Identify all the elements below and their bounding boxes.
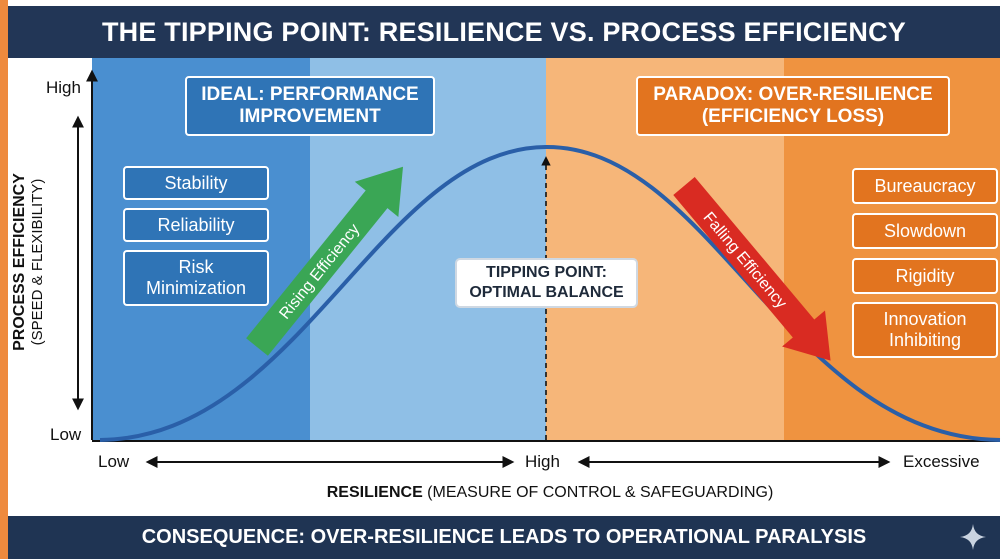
left-accent-strip [0, 0, 8, 559]
tipping-line2: OPTIMAL BALANCE [469, 284, 624, 301]
reliability-box: Reliability [123, 208, 269, 242]
x-axis-title-rest: (MEASURE OF CONTROL & SAFEGUARDING) [422, 484, 774, 501]
ideal-header-box: IDEAL: PERFORMANCE IMPROVEMENT [185, 76, 435, 136]
innovation-inhibiting-box: Innovation Inhibiting [852, 302, 998, 358]
stability-box: Stability [123, 166, 269, 200]
footer-text: CONSEQUENCE: OVER-RESILIENCE LEADS TO OP… [141, 526, 867, 548]
efficiency-curve [99, 144, 1001, 442]
slowdown-box: Slowdown [852, 213, 998, 249]
tipping-line1: TIPPING POINT: [486, 264, 607, 281]
y-axis-low-label: Low [50, 425, 82, 444]
ideal-line2: IMPROVEMENT [239, 106, 381, 127]
x-axis-low-label: Low [98, 452, 130, 471]
y-axis-title: PROCESS EFFICIENCY (SPEED & FLEXIBILITY) [10, 102, 54, 422]
tipping-point-box: TIPPING POINT: OPTIMAL BALANCE [455, 258, 638, 308]
y-axis-title-main: PROCESS EFFICIENCY [11, 173, 28, 351]
risk-minimization-box: Risk Minimization [123, 250, 269, 306]
paradox-header-box: PARADOX: OVER-RESILIENCE (EFFICIENCY LOS… [636, 76, 950, 136]
innovation-line1: Innovation [883, 309, 967, 330]
innovation-line2: Inhibiting [888, 330, 962, 350]
y-axis-high-label: High [46, 78, 81, 97]
x-axis-title: RESILIENCE (MEASURE OF CONTROL & SAFEGUA… [100, 484, 1000, 502]
bureaucracy-box: Bureaucracy [852, 168, 998, 204]
y-axis-title-sub: (SPEED & FLEXIBILITY) [29, 178, 47, 346]
sparkle-icon [960, 524, 986, 550]
x-axis-title-bold: RESILIENCE [326, 484, 423, 501]
x-axis-high-label: High [525, 452, 560, 471]
paradox-line1: PARADOX: OVER-RESILIENCE [653, 84, 933, 106]
x-axis-excessive-label: Excessive [903, 452, 980, 471]
ideal-line1: IDEAL: PERFORMANCE [201, 84, 419, 106]
footer-consequence: CONSEQUENCE: OVER-RESILIENCE LEADS TO OP… [8, 516, 1000, 559]
rigidity-box: Rigidity [852, 258, 998, 294]
risk-line2: Minimization [145, 278, 247, 298]
risk-line1: Risk [178, 257, 214, 278]
paradox-line2: (EFFICIENCY LOSS) [701, 106, 885, 127]
page-title: THE TIPPING POINT: RESILIENCE VS. PROCES… [8, 6, 1000, 58]
